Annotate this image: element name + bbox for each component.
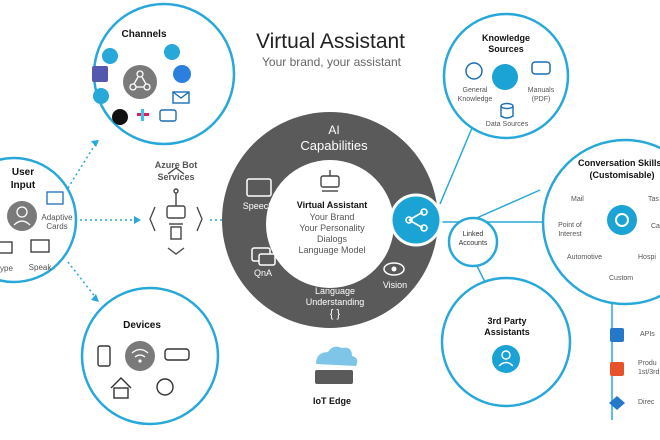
bot-chevrons	[149, 167, 203, 255]
products-label-2: 1st/3rd	[638, 369, 660, 376]
linked-accounts-circle	[447, 216, 499, 268]
manuals-2: (PDF)	[531, 96, 551, 103]
user-input-circle	[0, 156, 78, 284]
people-hub-icon	[123, 65, 157, 99]
third-party-circle	[440, 276, 572, 408]
adaptive-cards-label: Adaptive Cards	[41, 213, 73, 232]
products-icon	[610, 362, 624, 376]
adaptive-cards-icon	[46, 191, 64, 205]
data-sources-label: Data Sources	[485, 121, 529, 128]
arrowhead-devices	[91, 294, 99, 302]
skill-hospitality: Hospi	[638, 254, 656, 261]
connector-input-devices	[67, 261, 97, 299]
brain-icon	[492, 64, 518, 90]
mail-icon	[172, 91, 190, 104]
bot-robot-icon	[166, 188, 186, 240]
connector-hub-knowledge	[439, 127, 473, 205]
conversation-title-2: (Customisable)	[589, 170, 655, 180]
linked-accounts-1: Linked	[462, 231, 484, 238]
arrowhead-bot	[134, 216, 141, 224]
knowledge-title-2: Sources	[488, 44, 524, 54]
connector-input-channels	[67, 142, 97, 189]
general-knowledge-2: Knowledge	[457, 96, 493, 103]
knowledge-title-1: Knowledge	[481, 33, 531, 43]
skype-icon-top	[164, 44, 180, 60]
skill-calendar: Ca	[651, 223, 660, 230]
apis-icon	[610, 328, 624, 342]
general-knowledge-icon	[465, 62, 483, 80]
alarm-clock-icon	[156, 378, 174, 396]
iot-edge-label: IoT Edge	[313, 396, 351, 406]
manuals-1: Manuals	[527, 87, 555, 94]
page-subtitle: Your brand, your assistant	[262, 55, 401, 69]
vision-label: Vision	[382, 280, 408, 290]
wifi-icon	[125, 341, 155, 371]
core-title-2: Capabilities	[300, 138, 368, 153]
inner-line-language-model: Language Model	[298, 245, 366, 255]
skill-poi-2: Interest	[558, 231, 582, 238]
inner-title: Virtual Assistant	[296, 200, 368, 210]
skill-poi-1: Point of	[558, 222, 582, 229]
conversation-circle	[541, 138, 660, 306]
user-icon	[7, 201, 37, 231]
azure-bot-label-2: Services	[157, 172, 195, 182]
channels-title: Channels	[121, 29, 167, 40]
core-title-1: AI	[328, 123, 340, 137]
dots-icon	[112, 109, 128, 125]
slack-icon	[137, 109, 149, 121]
conversation-title-1: Conversation Skills	[578, 158, 660, 168]
arrowhead-channels	[91, 140, 99, 147]
user-input-title-1: User	[11, 167, 35, 178]
teams-icon	[92, 66, 108, 82]
apis-label: APIs	[640, 331, 655, 338]
home-icon	[110, 377, 132, 389]
inner-line-dialogs: Dialogs	[316, 234, 348, 244]
messenger-icon	[173, 65, 191, 83]
third-party-title-1: 3rd Party	[487, 316, 527, 326]
skype-icon	[102, 48, 118, 64]
car-icon	[164, 348, 190, 361]
share-hub-circle	[389, 193, 443, 247]
general-knowledge-1: General	[462, 87, 488, 94]
type-label: ype	[0, 264, 13, 273]
vision-icon	[383, 262, 405, 276]
core-inner-circle	[266, 160, 394, 288]
manuals-icon	[531, 61, 551, 75]
linked-accounts-2: Accounts	[458, 240, 488, 247]
products-label-1: Produ	[638, 360, 657, 367]
devices-title: Devices	[123, 320, 161, 331]
skill-custom: Custom	[609, 275, 634, 282]
directory-icon	[609, 396, 625, 410]
phone-icon	[97, 345, 111, 367]
skill-automotive: Automotive	[567, 254, 603, 261]
gear-icon	[607, 205, 637, 235]
speak-icon	[30, 239, 50, 253]
chat-icon	[159, 109, 177, 122]
user-input-title-2: Input	[10, 180, 36, 191]
edge-device-icon	[315, 370, 353, 384]
azure-bot-label-1: Azure Bot	[154, 160, 198, 170]
lu-label-2: Understanding	[305, 297, 365, 307]
keyboard-icon	[0, 241, 13, 254]
speech-icon	[246, 178, 272, 197]
lu-label-1: Language	[314, 286, 356, 296]
speech-label: Speech	[242, 201, 274, 211]
skype-icon-left	[93, 88, 109, 104]
inner-line-personality: Your Personality	[299, 223, 365, 233]
cloud-icon	[316, 346, 358, 366]
third-party-title-2: Assistants	[484, 327, 530, 337]
va-robot-icon	[320, 170, 340, 192]
skill-tasks: Tas	[648, 196, 659, 203]
share-icon	[405, 208, 428, 232]
qna-label: QnA	[253, 268, 273, 278]
inner-line-brand: Your Brand	[309, 212, 355, 222]
directory-label: Direc	[638, 399, 655, 406]
page-title: Virtual Assistant	[256, 30, 406, 53]
skill-mail: Mail	[571, 196, 584, 203]
speak-label: Speak	[28, 263, 52, 272]
lu-braces-icon: { }	[329, 308, 341, 320]
